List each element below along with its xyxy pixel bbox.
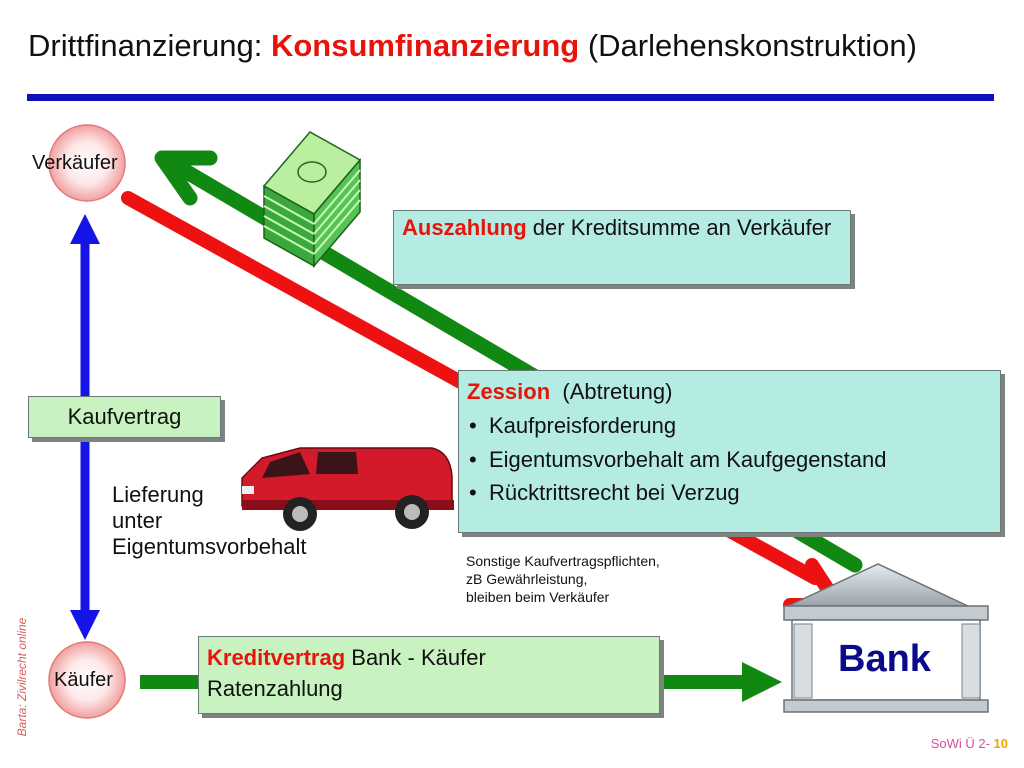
- list-item: Kaufpreisforderung: [467, 409, 992, 443]
- note-line: bleiben beim Verkäufer: [466, 589, 610, 605]
- title-highlight: Konsumfinanzierung: [270, 28, 580, 63]
- delivery-line: Lieferung: [112, 482, 204, 507]
- bank-icon: [783, 563, 989, 713]
- seller-label: Verkäufer: [32, 152, 118, 174]
- title-suffix: (Darlehenskonstruktion): [579, 28, 917, 63]
- delivery-line: unter: [112, 508, 163, 533]
- van-icon: [241, 447, 454, 531]
- delivery-text: Lieferung unter Eigentumsvorbehalt: [112, 482, 306, 560]
- title-rule: [27, 94, 994, 101]
- page-number-value: 10: [993, 736, 1008, 751]
- list-item: Eigentumsvorbehalt am Kaufgegenstand: [467, 443, 992, 476]
- page-number: SoWi Ü 2- 10: [931, 736, 1008, 751]
- credit-box: Kreditvertrag Bank - Käufer Ratenzahlung: [198, 636, 660, 714]
- payout-box: Auszahlung der Kreditsumme an Verkäufer: [393, 210, 851, 285]
- buyer-node: [48, 641, 126, 719]
- title-prefix: Drittfinanzierung:: [28, 28, 271, 63]
- buyer-label: Käufer: [54, 669, 113, 691]
- page-prefix: SoWi Ü 2-: [930, 736, 994, 751]
- credit-line2: Ratenzahlung: [207, 676, 343, 701]
- installment-arrow: [140, 662, 782, 702]
- bank-label: Bank: [838, 638, 931, 680]
- purchase-contract-box: Kaufvertrag: [28, 396, 221, 438]
- note-line: Sonstige Kaufvertragspflichten,: [466, 553, 660, 569]
- list-item: Rücktrittsrecht bei Verzug: [467, 476, 992, 510]
- page-title: Drittfinanzierung: Konsumfinanzierung (D…: [28, 28, 917, 64]
- cession-list: Kaufpreisforderung Eigentumsvorbehalt am…: [467, 409, 992, 510]
- cession-highlight: Zession: [467, 379, 551, 404]
- credit-highlight: Kreditvertrag: [207, 645, 346, 670]
- note-text: Sonstige Kaufvertragspflichten, zB Gewäh…: [466, 552, 660, 606]
- seller-node: [48, 124, 126, 202]
- cession-heading: Zession (Abtretung): [467, 375, 992, 409]
- cession-box: Zession (Abtretung) Kaufpreisforderung E…: [458, 370, 1001, 533]
- credit-text: Bank - Käufer: [345, 645, 486, 670]
- payout-highlight: Auszahlung: [402, 215, 527, 240]
- money-icon: [262, 131, 362, 269]
- payout-text: der Kreditsumme an Verkäufer: [526, 215, 832, 240]
- note-line: zB Gewährleistung,: [466, 571, 588, 587]
- cession-paren: (Abtretung): [562, 379, 673, 404]
- delivery-line: Eigentumsvorbehalt: [112, 534, 307, 559]
- side-caption: Barta: Zivilrecht online: [15, 617, 29, 737]
